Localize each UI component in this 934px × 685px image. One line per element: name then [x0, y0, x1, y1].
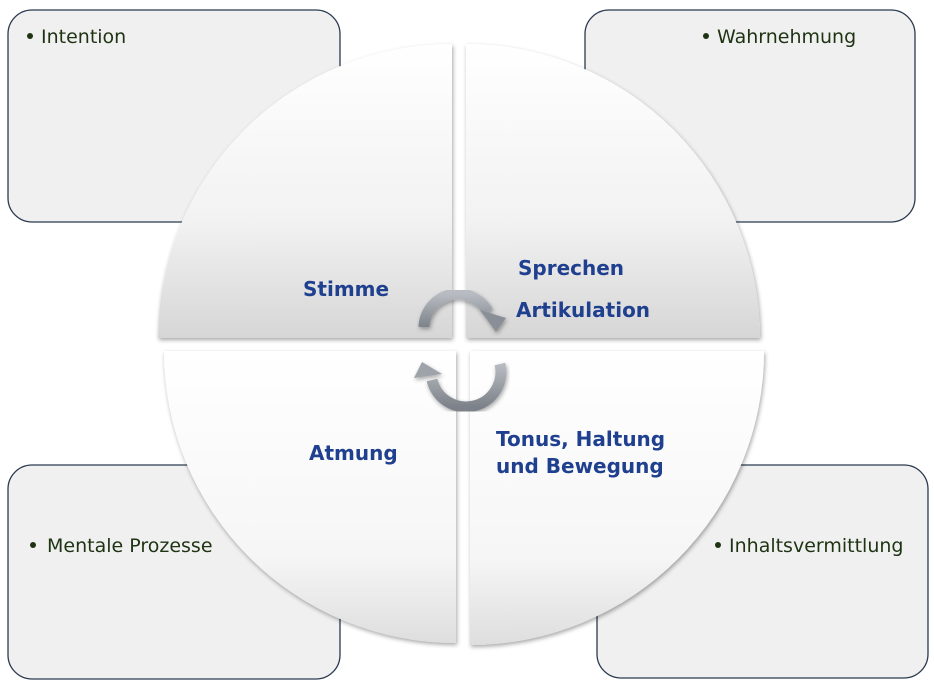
quadrant-stimme: [158, 44, 452, 338]
bullet-icon: [703, 33, 709, 39]
quadrant-label-atmung: Atmung: [309, 441, 398, 465]
quadrant-atmung: [164, 351, 456, 643]
bullet-icon: [27, 33, 33, 39]
quadrant-sprechen: [466, 44, 760, 338]
corner-label-mentale-prozesse: Mentale Prozesse: [47, 535, 213, 557]
quadrant-label-bewegung: und Bewegung: [496, 454, 664, 478]
cycle-arrow-bottom-icon: [414, 362, 507, 413]
quadrant-tonus: [470, 351, 764, 645]
bullet-icon: [30, 542, 36, 548]
corner-label-inhaltsvermittlung: Inhaltsvermittlung: [729, 535, 903, 557]
quadrant-label-artikulation: Artikulation: [516, 298, 650, 322]
quadrant-label-stimme: Stimme: [303, 277, 389, 301]
bullet-icon: [715, 542, 721, 548]
corner-label-wahrnehmung: Wahrnehmung: [717, 26, 856, 48]
cycle-arrow-top-icon: [418, 288, 506, 332]
quadrant-label-sprechen: Sprechen: [518, 256, 624, 280]
quadrant-label-tonus: Tonus, Haltung: [496, 427, 665, 451]
corner-label-intention: Intention: [41, 26, 126, 48]
